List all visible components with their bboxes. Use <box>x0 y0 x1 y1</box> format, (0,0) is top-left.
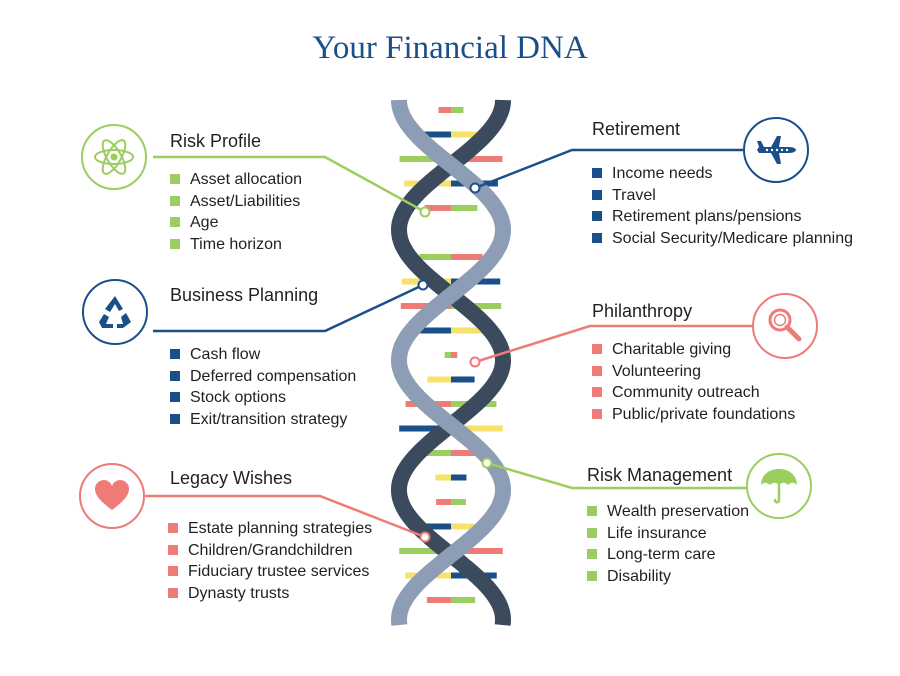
list-item: Fiduciary trustee services <box>168 561 372 583</box>
umbrella-icon <box>761 469 797 504</box>
risk-management-title: Risk Management <box>587 465 733 485</box>
business-planning-title: Business Planning <box>170 285 319 305</box>
list-item: Income needs <box>592 163 853 185</box>
risk-management-icon-circle <box>746 453 812 519</box>
risk-profile-connector <box>153 155 426 214</box>
list-item: Exit/transition strategy <box>170 409 356 431</box>
airplane-icon <box>757 136 796 164</box>
list-item: Asset allocation <box>170 169 302 191</box>
list-item: Asset/Liabilities <box>170 191 302 213</box>
business-planning-connector-dot <box>417 279 429 291</box>
list-item: Age <box>170 212 302 234</box>
list-item: Life insurance <box>587 523 749 545</box>
retirement-connector <box>474 148 743 190</box>
heart-icon <box>95 480 129 510</box>
list-item: Long-term care <box>587 544 749 566</box>
retirement-title: Retirement <box>592 119 681 139</box>
list-item: Social Security/Medicare planning <box>592 228 853 250</box>
business-planning-connector <box>153 283 424 333</box>
risk-management-connector <box>486 461 746 490</box>
risk-profile-connector-dot <box>419 206 431 218</box>
risk-management-connector-dot <box>481 457 493 469</box>
risk-management-list: Wealth preservation Life insurance Long-… <box>587 501 749 587</box>
retirement-connector-dot <box>469 182 481 194</box>
legacy-wishes-icon-circle <box>79 463 145 529</box>
legacy-wishes-list: Estate planning strategies Children/Gran… <box>168 518 372 604</box>
philanthropy-connector <box>474 324 752 364</box>
risk-profile-title: Risk Profile <box>170 131 262 151</box>
magnifier-icon <box>768 308 802 342</box>
list-item: Stock options <box>170 387 356 409</box>
list-item: Dynasty trusts <box>168 583 372 605</box>
list-item: Volunteering <box>592 361 795 383</box>
legacy-wishes-connector <box>145 494 426 539</box>
list-item: Public/private foundations <box>592 404 795 426</box>
risk-profile-icon-circle <box>81 124 147 190</box>
list-item: Children/Grandchildren <box>168 540 372 562</box>
philanthropy-connector-dot <box>469 356 481 368</box>
philanthropy-list: Charitable giving Volunteering Community… <box>592 339 795 425</box>
list-item: Community outreach <box>592 382 795 404</box>
atom-icon <box>94 139 134 175</box>
list-item: Deferred compensation <box>170 366 356 388</box>
retirement-list: Income needs Travel Retirement plans/pen… <box>592 163 853 249</box>
page-title: Your Financial DNA <box>312 30 588 66</box>
legacy-wishes-connector-dot <box>419 531 431 543</box>
legacy-wishes-title: Legacy Wishes <box>170 468 293 488</box>
list-item: Charitable giving <box>592 339 795 361</box>
list-item: Estate planning strategies <box>168 518 372 540</box>
connector-lines <box>145 148 752 543</box>
list-item: Retirement plans/pensions <box>592 206 853 228</box>
list-item: Travel <box>592 185 853 207</box>
list-item: Disability <box>587 566 749 588</box>
dna-strands <box>390 99 512 626</box>
list-item: Cash flow <box>170 344 356 366</box>
dna-strand-front <box>390 99 512 626</box>
risk-profile-list: Asset allocation Asset/Liabilities Age T… <box>170 169 302 255</box>
recycle-icon <box>99 296 131 328</box>
business-planning-list: Cash flow Deferred compensation Stock op… <box>170 344 356 430</box>
list-item: Wealth preservation <box>587 501 749 523</box>
list-item: Time horizon <box>170 234 302 256</box>
philanthropy-icon-circle <box>752 293 818 359</box>
retirement-icon-circle <box>743 117 809 183</box>
business-planning-icon-circle <box>82 279 148 345</box>
philanthropy-title: Philanthropy <box>592 301 693 321</box>
